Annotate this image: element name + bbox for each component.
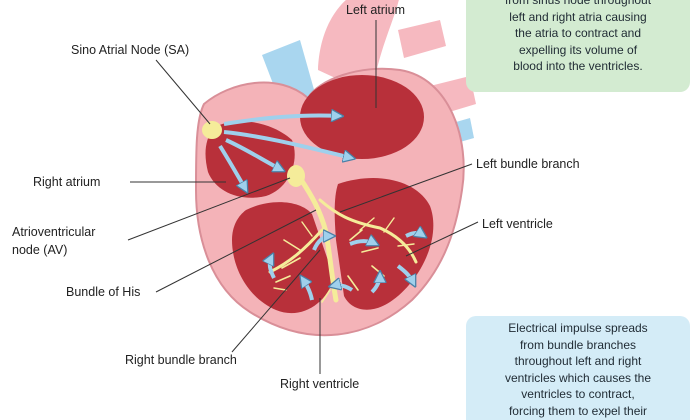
info-box-ventricles-line: forcing them to expel their <box>508 403 648 418</box>
leader-sa-node <box>155 59 211 125</box>
info-box-atria-line: the atria to contract and <box>514 26 642 40</box>
label-right-ventricle: Right ventricle <box>280 377 360 391</box>
arrow-rv-2 <box>270 256 276 279</box>
arrow-sa-to-right-atrium <box>218 144 246 190</box>
purkinje-fibers-2 <box>273 217 415 291</box>
label-right-bundle-branch: Right bundle branch <box>125 353 237 367</box>
leader-av-node <box>127 177 291 241</box>
info-box-ventricles: Electrical impulse spreads from bundle b… <box>466 316 690 420</box>
info-box-atria-line: from sinus node throughout <box>504 0 652 7</box>
av-node-shape <box>287 165 305 187</box>
label-bundle-of-his: Bundle of His <box>66 285 141 299</box>
left-branch-path <box>318 198 418 264</box>
arrow-rv-3 <box>302 278 314 301</box>
arrow-rv-1 <box>312 236 332 251</box>
leader-left-bundle-branch <box>339 163 473 213</box>
info-box-atria-line: blood into the ventricles. <box>513 59 643 73</box>
label-av-node-line2: node (AV) <box>12 243 68 257</box>
info-box-ventricles-line: ventricles to contract, <box>521 387 635 401</box>
label-left-bundle-branch: Left bundle branch <box>476 157 580 171</box>
right-branch-path <box>268 228 324 274</box>
sa-node-shape <box>202 121 222 139</box>
arrow-sa-to-left-atrium-1 <box>223 115 340 126</box>
pulmonary-artery <box>318 0 399 95</box>
arrow-lv-3 <box>396 264 414 284</box>
info-box-ventricles-line: Electrical impulse spreads <box>508 321 648 335</box>
info-box-ventricles-line: throughout left and right <box>514 354 642 368</box>
label-right-atrium: Right atrium <box>33 175 101 189</box>
label-left-ventricle: Left ventricle <box>482 217 553 231</box>
leader-right-bundle-branch <box>231 249 321 353</box>
aorta-branch <box>398 20 446 58</box>
arrow-sa-to-av <box>225 138 282 170</box>
arrow-lv-4 <box>332 285 354 292</box>
info-box-atria: from sinus node throughout left and righ… <box>466 0 690 92</box>
leader-left-ventricle <box>405 221 479 257</box>
info-box-atria-line: left and right atria causing <box>509 9 647 24</box>
leader-lines <box>127 20 479 374</box>
arrow-lv-5 <box>370 274 380 294</box>
label-av-node-line1: Atrioventricular <box>12 225 96 239</box>
label-sa-node: Sino Atrial Node (SA) <box>71 43 190 57</box>
leader-bundle-of-his <box>155 209 317 293</box>
info-box-ventricles-line: from bundle branches <box>519 337 637 352</box>
arrow-lv-2 <box>405 233 424 236</box>
info-box-atria-line: expelling its volume of <box>518 42 638 57</box>
info-box-ventricles-line: ventricles which causes the <box>504 370 652 385</box>
left-atrium-chamber <box>300 75 424 159</box>
arrow-sa-to-left-atrium-2 <box>223 130 352 158</box>
impulse-arrows <box>218 115 424 301</box>
label-left-atrium: Left atrium <box>346 3 406 17</box>
arrow-lv-1 <box>349 241 376 244</box>
